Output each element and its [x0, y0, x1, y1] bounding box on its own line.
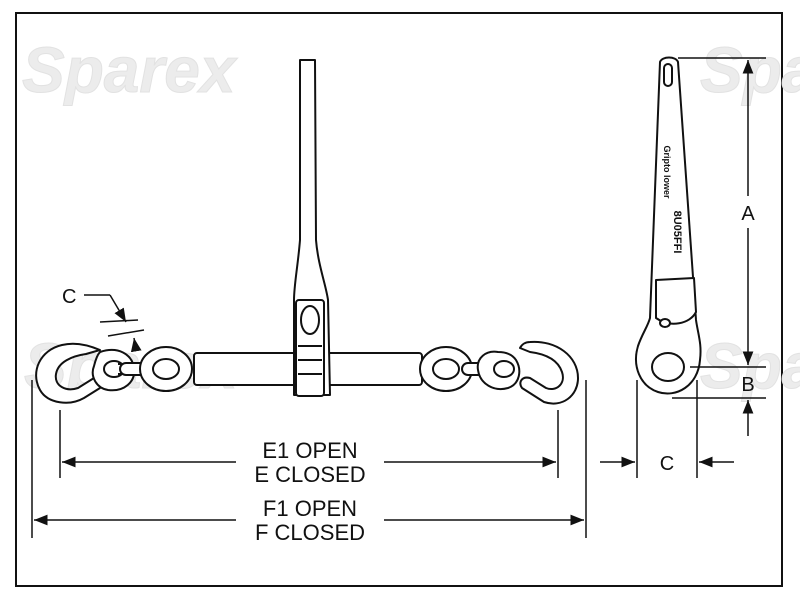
left-body-tube: [193, 352, 299, 386]
dimension-b-label: B: [741, 374, 754, 396]
dimension-c-side-label: C: [660, 453, 674, 475]
dimension-e1-open-label: E1 OPEN: [262, 438, 357, 463]
right-grab-hook: [519, 340, 579, 405]
dimension-f: [31, 380, 587, 538]
side-handle-pivot-hole: [651, 352, 685, 382]
watermark-mid-right: Sparex: [700, 330, 800, 402]
dimension-e: [59, 410, 559, 478]
dimension-a-label: A: [741, 203, 755, 225]
watermark-top-left: Sparex: [22, 34, 238, 106]
dimension-c-side: [600, 380, 734, 478]
watermark-top-right: Sparex: [700, 34, 800, 106]
dimension-a: [678, 57, 766, 368]
right-body-tube: [321, 352, 423, 386]
dimension-e-closed-label: E CLOSED: [254, 462, 365, 487]
dimension-c-front-label: C: [62, 286, 76, 308]
handle-stamp-model: 8U05FFI: [671, 211, 683, 254]
side-handle-body: [635, 56, 702, 395]
dimension-f1-open-label: F1 OPEN: [263, 496, 357, 521]
dimension-f-closed-label: F CLOSED: [255, 520, 365, 545]
load-binder-front-view: [35, 59, 579, 405]
handle-stamp-text: Gripto lower: [662, 145, 672, 199]
dimension-c-front: [84, 294, 145, 353]
dimension-b: [672, 397, 766, 436]
handle-side-view: [635, 56, 702, 395]
